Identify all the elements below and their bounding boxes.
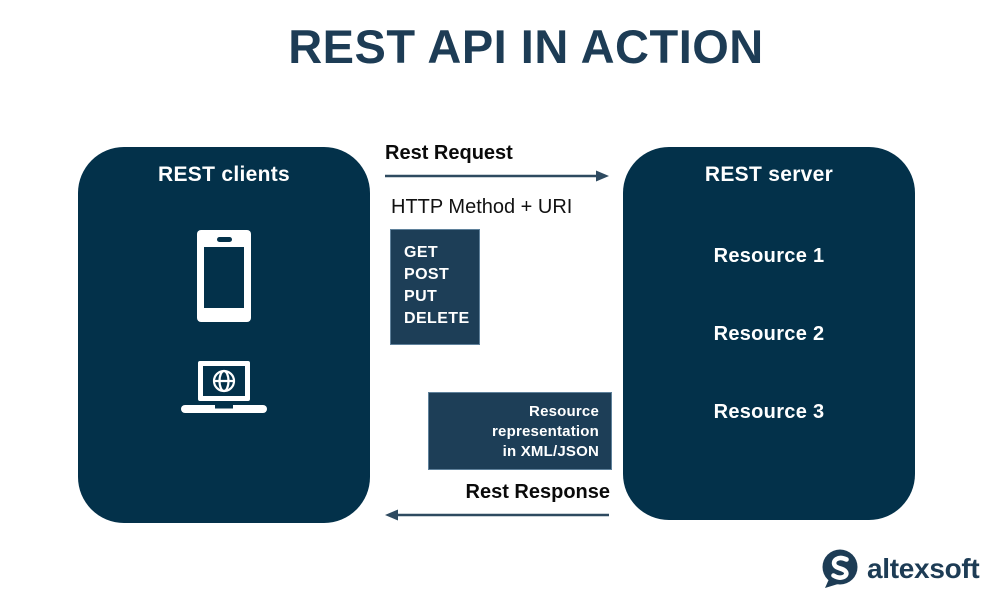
representation-line: in XML/JSON bbox=[502, 443, 599, 460]
rest-server-label: REST server bbox=[704, 163, 834, 186]
altexsoft-wordmark: altexsoft bbox=[867, 552, 980, 584]
representation-line: Resource bbox=[529, 403, 599, 420]
http-methods-box: GET POST PUT DELETE bbox=[390, 229, 480, 345]
page-title: REST API IN ACTION bbox=[288, 20, 764, 73]
http-method: GET bbox=[404, 244, 439, 261]
request-arrow-right-icon bbox=[385, 168, 609, 189]
http-method: PUT bbox=[404, 288, 438, 305]
laptop-globe-icon bbox=[78, 361, 370, 419]
resource-item: Resource 3 bbox=[713, 401, 825, 423]
smartphone-icon bbox=[78, 230, 370, 322]
rest-clients-box: REST clients bbox=[78, 147, 370, 523]
resource-item: Resource 2 bbox=[713, 323, 825, 345]
response-arrow-left-icon bbox=[385, 507, 609, 528]
rest-response-label: Rest Response bbox=[465, 481, 611, 503]
altexsoft-logo-icon bbox=[820, 548, 860, 589]
rest-request-label: Rest Request bbox=[385, 142, 513, 164]
http-method: POST bbox=[404, 266, 450, 283]
resource-item: Resource 1 bbox=[713, 245, 825, 267]
representation-line: representation bbox=[492, 423, 599, 440]
http-method: DELETE bbox=[404, 310, 470, 327]
rest-server-box: REST server Resource 1 Resource 2 Resour… bbox=[623, 147, 915, 520]
altexsoft-logo: altexsoft bbox=[820, 548, 980, 589]
rest-clients-label: REST clients bbox=[158, 163, 290, 186]
resource-representation-box: Resource representation in XML/JSON bbox=[428, 392, 612, 470]
http-method-uri-label: HTTP Method + URI bbox=[391, 196, 573, 218]
